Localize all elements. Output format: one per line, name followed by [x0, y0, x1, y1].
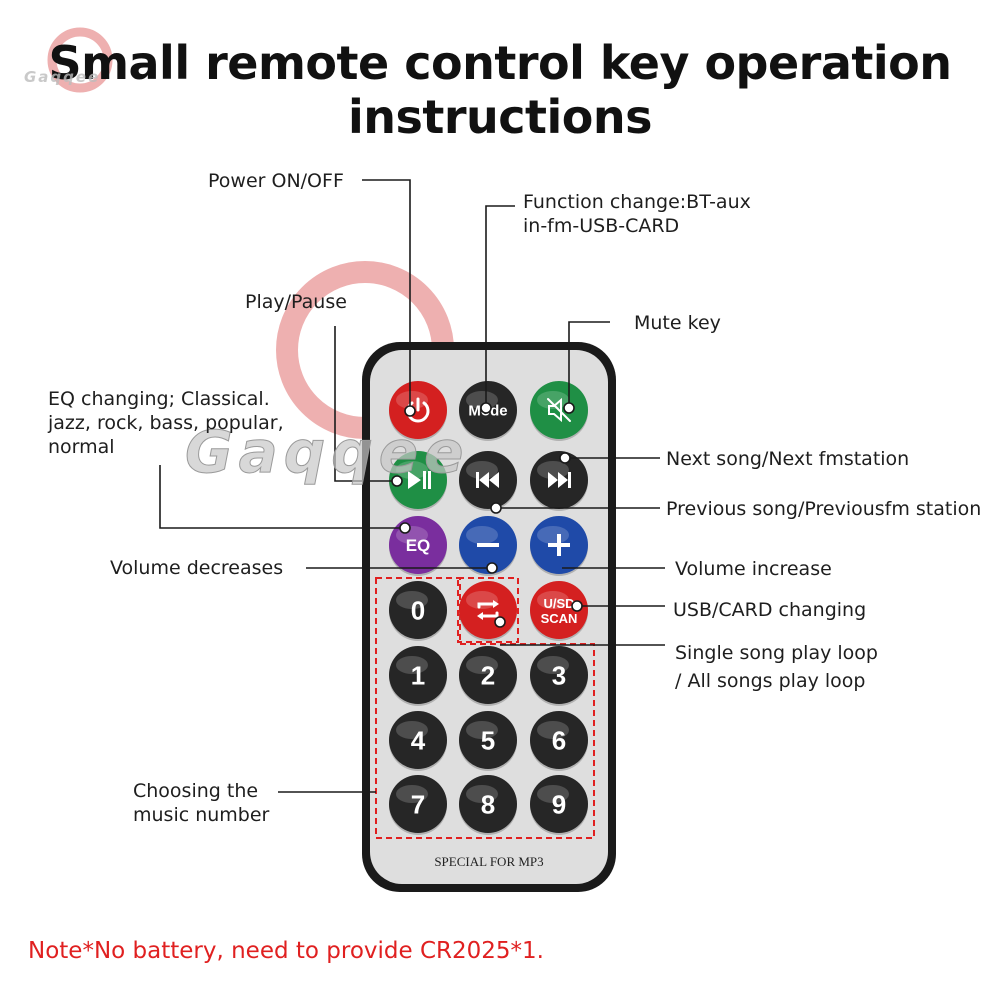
digit-9-button[interactable]: 9 — [530, 775, 588, 835]
page-title-line-1: Small remote control key operation — [48, 36, 952, 90]
digit-1-button[interactable]: 1 — [389, 646, 447, 706]
label-volume-up: Volume increase — [675, 558, 832, 580]
button-label: 1 — [411, 660, 425, 690]
next-button[interactable] — [530, 451, 588, 511]
loop-highlight-box — [457, 577, 519, 643]
label-eq-3: normal — [48, 436, 115, 458]
digit-0-button[interactable]: 0 — [389, 581, 447, 641]
label-play-pause: Play/Pause — [245, 291, 347, 313]
button-label: 3 — [552, 660, 566, 690]
highlight-boxes — [375, 577, 595, 839]
digit-4-button[interactable]: 4 — [389, 711, 447, 771]
minus-icon — [477, 543, 499, 547]
button-label: 7 — [411, 789, 425, 819]
watermark-text-large: Gaqqee — [185, 418, 469, 486]
label-eq-1: EQ changing; Classical. — [48, 388, 270, 410]
label-loop-2: / All songs play loop — [675, 670, 866, 692]
previous-icon — [476, 472, 499, 488]
label-choose-2: music number — [133, 804, 270, 826]
digit-6-button[interactable]: 6 — [530, 711, 588, 771]
button-label: 8 — [481, 789, 495, 819]
volume-up-button[interactable] — [530, 516, 588, 576]
loop-icon — [477, 600, 499, 620]
page-title-line-2: instructions — [347, 90, 653, 144]
digit-8-button[interactable]: 8 — [459, 775, 517, 835]
button-label: 9 — [552, 789, 566, 819]
leader-dots — [391, 402, 583, 628]
label-loop-1: Single song play loop — [675, 642, 878, 664]
watermark-text-small: Gaqqee — [24, 68, 100, 86]
volume-down-button[interactable] — [459, 516, 517, 576]
mute-icon — [547, 397, 571, 423]
leader-lines — [159, 179, 665, 793]
digit-3-button[interactable]: 3 — [530, 646, 588, 706]
label-choose-1: Choosing the — [133, 780, 259, 802]
digit-5-button[interactable]: 5 — [459, 711, 517, 771]
label-next: Next song/Next fmstation — [666, 448, 910, 470]
label-mute: Mute key — [634, 312, 721, 334]
label-usb-card: USB/CARD changing — [673, 599, 867, 621]
button-label: 6 — [552, 725, 566, 755]
label-function-change-1: Function change:BT-aux — [523, 191, 751, 213]
previous-button[interactable] — [459, 451, 517, 511]
play-pause-button[interactable] — [389, 451, 447, 511]
play-pause-icon — [408, 471, 431, 489]
label-eq-2: jazz, rock, bass, popular, — [48, 412, 284, 434]
label-previous: Previous song/Previousfm station — [666, 498, 982, 520]
digit-7-button[interactable]: 7 — [389, 775, 447, 835]
remote-footer-text: SPECIAL FOR MP3 — [434, 854, 543, 869]
next-icon — [548, 472, 571, 488]
button-label: 5 — [481, 725, 495, 755]
label-volume-down: Volume decreases — [110, 557, 284, 579]
button-label: EQ — [406, 536, 431, 555]
battery-note: Note*No battery, need to provide CR2025*… — [28, 938, 544, 964]
button-label: SCAN — [541, 611, 578, 626]
mute-button[interactable] — [530, 381, 588, 441]
button-label: U/SD — [543, 596, 574, 611]
digit-2-button[interactable]: 2 — [459, 646, 517, 706]
label-power: Power ON/OFF — [208, 170, 344, 192]
button-label: 0 — [411, 595, 425, 625]
button-label: 4 — [411, 725, 426, 755]
button-label: 2 — [481, 660, 495, 690]
plus-icon — [548, 534, 570, 556]
label-function-change-2: in-fm-USB-CARD — [523, 215, 680, 237]
power-button[interactable] — [389, 381, 447, 441]
